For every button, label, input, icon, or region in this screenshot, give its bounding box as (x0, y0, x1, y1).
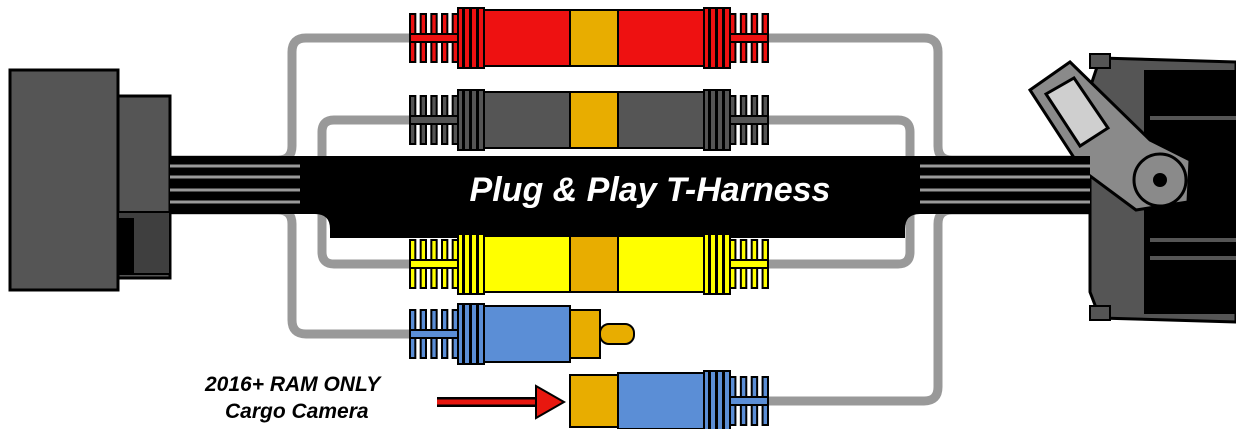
collar-groove (476, 8, 479, 68)
strain-relief-core (729, 115, 769, 125)
connector-gold-joint (569, 9, 619, 67)
cargo-body (617, 372, 705, 429)
gray-rca-connector (409, 89, 769, 151)
collar-groove (462, 304, 465, 364)
harness-title: Plug & Play T-Harness (470, 171, 831, 209)
collar-groove (715, 234, 718, 294)
collar-groove (722, 371, 725, 429)
collar-groove (722, 234, 725, 294)
blue-cargo-camera-connector (569, 370, 769, 429)
left-connector (8, 68, 172, 292)
cargo-gold-socket (569, 374, 619, 428)
collar-groove (722, 8, 725, 68)
wire-red-left (170, 33, 410, 165)
strain-relief-core (729, 259, 769, 269)
strain-relief-core (729, 396, 769, 406)
red-rca-connector (409, 7, 769, 69)
collar-groove (462, 90, 465, 150)
collar-groove (462, 234, 465, 294)
connector-gold-joint (569, 91, 619, 149)
collar-groove (708, 8, 711, 68)
collar-groove (469, 234, 472, 294)
plug-gold-pin (599, 323, 635, 345)
strain-relief-core (409, 33, 459, 43)
collar-groove (469, 8, 472, 68)
collar-groove (476, 234, 479, 294)
connector-body-right (617, 9, 705, 67)
plug-body (483, 305, 571, 363)
cargo-arrow (437, 384, 567, 420)
connector-body-left (483, 9, 571, 67)
connector-body-right (617, 235, 705, 293)
collar-groove (476, 90, 479, 150)
strain-relief-core (409, 259, 459, 269)
yellow-rca-connector (409, 233, 769, 295)
collar-groove (715, 371, 718, 429)
strain-relief-core (409, 115, 459, 125)
collar-groove (469, 304, 472, 364)
collar-groove (708, 90, 711, 150)
cargo-note-line2: Cargo Camera (225, 400, 369, 423)
wire-blue-cargo (765, 205, 1090, 406)
connector-gold-joint (569, 235, 619, 293)
collar-groove (722, 90, 725, 150)
connector-body-left (483, 91, 571, 149)
connector-body-left (483, 235, 571, 293)
connector-body-right (617, 91, 705, 149)
harness-sheath (170, 156, 1090, 238)
strain-relief-core (409, 329, 459, 339)
plug-gold-collar (569, 309, 601, 359)
cargo-note-line1: 2016+ RAM ONLY (204, 373, 382, 396)
collar-groove (476, 304, 479, 364)
collar-groove (462, 8, 465, 68)
collar-groove (708, 234, 711, 294)
sheath-wires (170, 164, 1090, 204)
collar-groove (469, 90, 472, 150)
strain-relief-core (729, 33, 769, 43)
collar-groove (708, 371, 711, 429)
collar-groove (715, 90, 718, 150)
collar-groove (715, 8, 718, 68)
blue-rca-male-plug (409, 303, 635, 365)
right-connector (1027, 53, 1236, 324)
